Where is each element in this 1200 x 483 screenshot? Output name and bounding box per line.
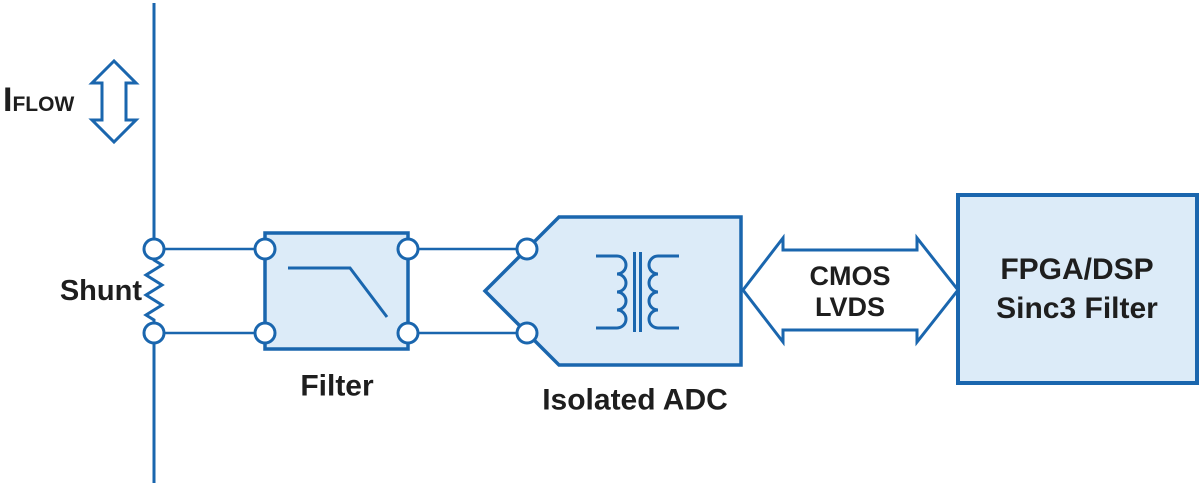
current-flow-label-main: I xyxy=(3,81,13,119)
sense-wires xyxy=(154,247,527,335)
fpga-dsp-label: FPGA/DSP Sinc3 Filter xyxy=(996,250,1158,328)
bus-label-line2: LVDS xyxy=(814,292,885,322)
bus-label: CMOS LVDS xyxy=(810,261,891,323)
transformer-icon xyxy=(596,252,679,332)
terminal-node-icon xyxy=(253,321,277,345)
resistor-icon xyxy=(143,249,165,333)
terminal-node-icon xyxy=(396,321,420,345)
terminal-node-icon xyxy=(396,237,420,261)
shunt-label: Shunt xyxy=(59,275,142,307)
isolated-adc-label: Isolated ADC xyxy=(542,383,728,417)
bus-label-line1: CMOS xyxy=(809,261,891,291)
terminal-node-icon xyxy=(253,237,277,261)
fpga-dsp-label-line2: Sinc3 Filter xyxy=(996,292,1158,325)
transformer-core-lines xyxy=(633,252,642,332)
fpga-dsp-label-line1: FPGA/DSP xyxy=(1000,253,1154,286)
terminal-nodes xyxy=(142,237,539,345)
lowpass-response-icon xyxy=(288,266,389,318)
terminal-node-icon xyxy=(515,321,539,345)
terminal-node-icon xyxy=(142,237,166,261)
filter-block xyxy=(263,231,410,351)
terminal-node-icon xyxy=(515,237,539,261)
transformer-secondary-winding xyxy=(647,254,679,330)
terminal-node-icon xyxy=(142,321,166,345)
transformer-primary-winding xyxy=(596,254,628,330)
bidirectional-vertical-arrow-icon xyxy=(88,58,140,145)
current-flow-label: IFLOW xyxy=(3,81,75,119)
fpga-dsp-block xyxy=(956,193,1199,385)
current-flow-label-sub: FLOW xyxy=(12,93,75,116)
filter-label: Filter xyxy=(300,369,374,403)
